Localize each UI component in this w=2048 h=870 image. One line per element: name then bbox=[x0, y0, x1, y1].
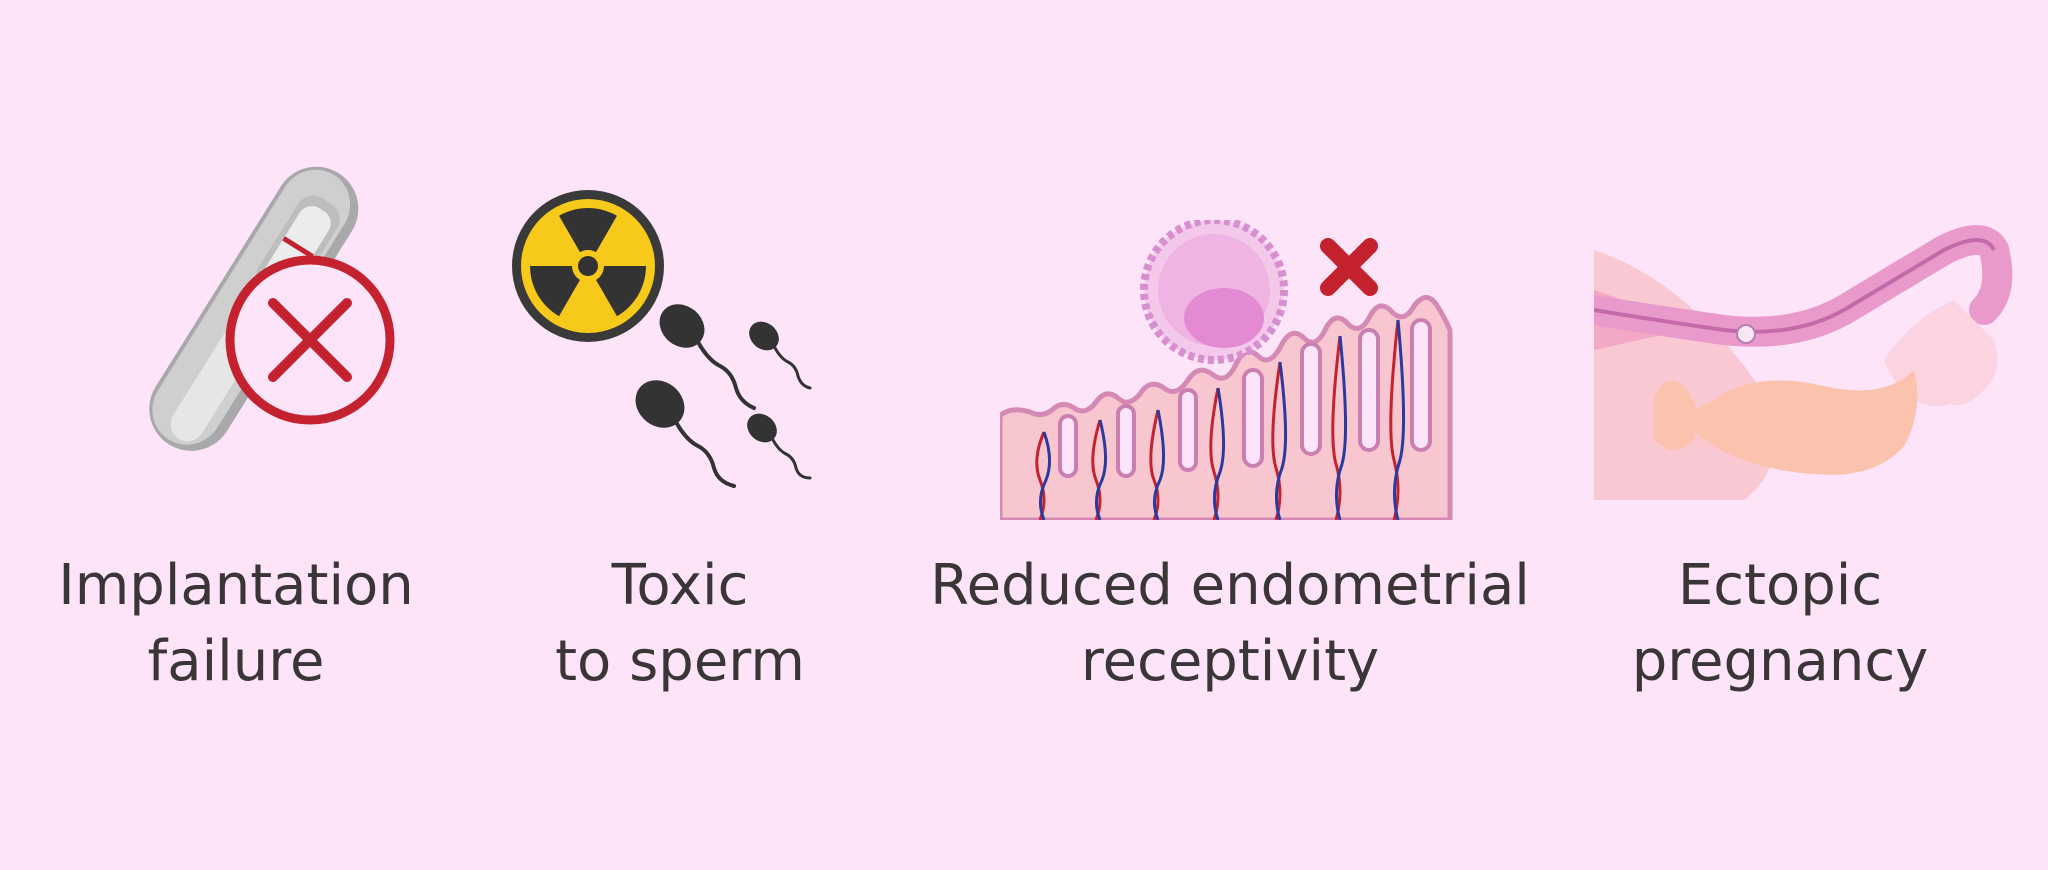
caption-line-1: Toxic bbox=[611, 553, 749, 618]
fallopian-tube-ectopic-icon bbox=[1594, 225, 2013, 500]
caption-ectopic-pregnancy: Ectopic pregnancy bbox=[1530, 548, 2030, 700]
caption-line-2: to sperm bbox=[555, 629, 805, 694]
caption-reduced-endometrial-receptivity: Reduced endometrial receptivity bbox=[930, 548, 1530, 700]
caption-line-2: pregnancy bbox=[1631, 629, 1929, 694]
caption-line-1: Reduced endometrial bbox=[930, 553, 1530, 618]
caption-line-2: failure bbox=[147, 629, 325, 694]
item-implantation-failure: Implantation failure bbox=[0, 0, 480, 870]
caption-line-1: Implantation bbox=[58, 553, 414, 618]
caption-line-2: receptivity bbox=[1080, 629, 1380, 694]
radiation-and-sperm-icon bbox=[512, 190, 812, 488]
caption-implantation-failure: Implantation failure bbox=[0, 548, 476, 700]
caption-toxic-to-sperm: Toxic to sperm bbox=[480, 548, 880, 700]
item-ectopic-pregnancy: Ectopic pregnancy bbox=[1530, 0, 2048, 870]
item-toxic-to-sperm: Toxic to sperm bbox=[480, 0, 880, 870]
pregnancy-test-with-cross-icon bbox=[149, 166, 395, 451]
embryo-and-endometrium-icon bbox=[1000, 220, 1453, 520]
item-reduced-endometrial-receptivity: Reduced endometrial receptivity bbox=[930, 0, 1530, 870]
caption-line-1: Ectopic bbox=[1677, 553, 1883, 618]
